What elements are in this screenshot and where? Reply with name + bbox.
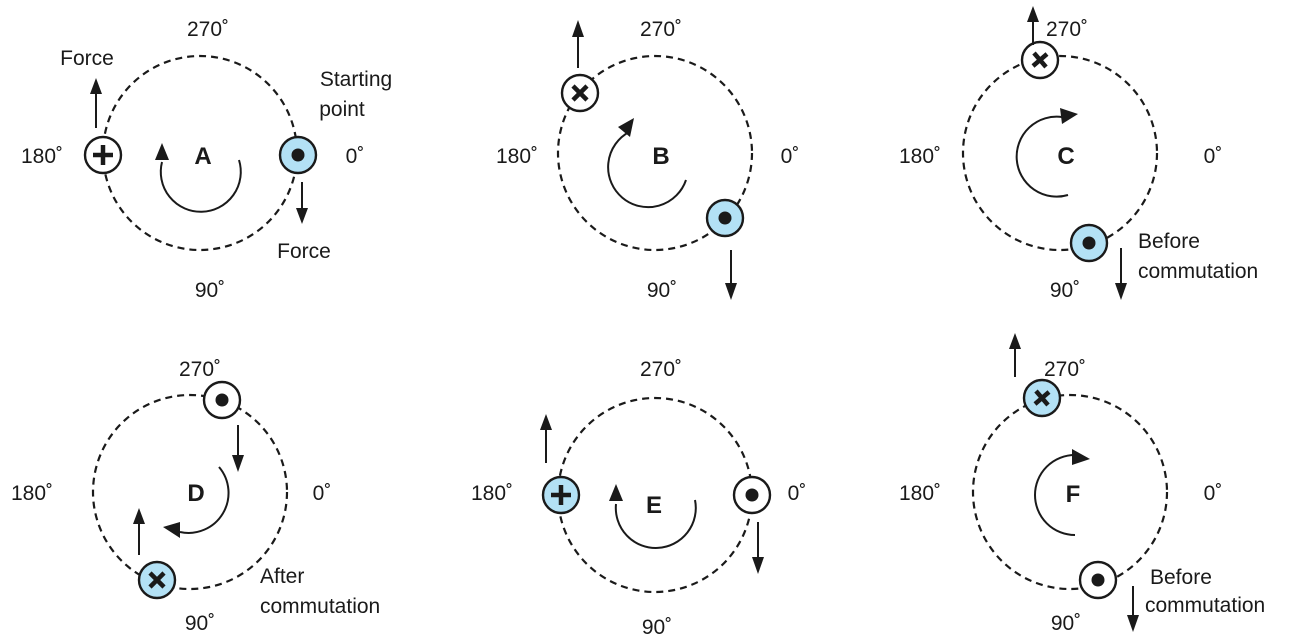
panel-label: C [1057,143,1074,170]
panel-label: D [187,480,204,507]
angle-label-270: 270˚ [1044,358,1086,381]
arrow-up-icon [572,20,584,37]
conductor-dot [278,135,318,175]
angle-label-0: 0˚ [313,482,332,505]
angle-label-90: 90˚ [1050,279,1080,302]
dot-icon [215,393,229,407]
panel-label: B [652,143,669,170]
dot-icon [745,488,759,502]
angle-label-90: 90˚ [642,616,672,637]
before-commutation-label: commutation [1145,594,1265,617]
conductor-dot [1069,223,1109,263]
arrow-down-icon [296,208,308,224]
angle-label-180: 180˚ [899,145,941,168]
arrow-down-icon [725,283,737,300]
arrow-up-icon [1027,6,1039,22]
force-label: Force [277,240,331,263]
angle-label-0: 0˚ [781,145,800,168]
panel-c: 270˚ 90˚ 180˚ 0˚ C Before commutation [899,6,1258,302]
dot-icon [1091,573,1105,587]
arrow-up-icon [133,508,145,524]
rotation-arrow-head [618,118,634,137]
cross-icon [571,84,589,102]
dot-icon [291,148,305,162]
angle-label-0: 0˚ [346,145,365,168]
arrow-up-icon [540,414,552,430]
conductor-dot [705,198,745,238]
panel-label: A [194,143,211,170]
conductor-plus [541,475,581,515]
conductor-dot [202,380,242,420]
rotation-arrow [1034,454,1076,536]
angle-label-90: 90˚ [647,279,677,302]
panel-label: E [646,492,662,519]
angle-label-270: 270˚ [179,358,221,381]
panel-b: 270˚ 90˚ 180˚ 0˚ B [496,18,799,302]
angle-label-0: 0˚ [1204,482,1223,505]
conductor-cross [1020,40,1060,80]
conductor-dot [1078,560,1118,600]
before-commutation-label: Before [1150,566,1212,589]
cross-icon [148,571,166,589]
panel-f: 270˚ 90˚ 180˚ 0˚ F Before commutation [899,333,1265,635]
angle-label-90: 90˚ [185,612,215,635]
dot-icon [1082,236,1096,250]
angle-label-0: 0˚ [1204,145,1223,168]
rotation-arrow-head [163,522,180,538]
conductor-cross [1022,378,1062,418]
angle-label-180: 180˚ [11,482,53,505]
starting-point-label: Starting [320,68,392,91]
rotor-path-circle [556,54,754,252]
rotor-path-circle [91,393,289,591]
arrow-down-icon [1115,283,1127,300]
starting-point-label: point [319,98,365,121]
rotation-arrow-head [1060,108,1078,124]
conductor-cross [137,560,177,600]
rotation-arrow-head [155,143,169,160]
after-commutation-label: After [260,565,304,588]
rotation-arrow [159,159,242,213]
panel-e: 270˚ 90˚ 180˚ 0˚ E [471,358,806,637]
rotor-path-circle [961,54,1159,252]
conductor-plus [83,135,123,175]
angle-label-90: 90˚ [195,279,225,302]
after-commutation-label: commutation [260,595,380,618]
arrow-down-icon [232,455,244,472]
rotor-path-circle [971,393,1169,591]
panel-label: F [1066,481,1081,508]
force-label: Force [60,47,114,70]
rotation-arrow [179,466,230,534]
angle-label-180: 180˚ [471,482,513,505]
rotation-arrow [607,131,687,209]
angle-label-270: 270˚ [640,358,682,381]
angle-label-270: 270˚ [187,18,229,41]
cross-icon [1033,390,1051,406]
angle-label-180: 180˚ [21,145,63,168]
arrow-up-icon [1009,333,1021,349]
dot-icon [718,211,732,225]
arrow-down-icon [1127,615,1139,632]
conductor-dot [732,475,772,515]
before-commutation-label: commutation [1138,260,1258,283]
angle-label-270: 270˚ [1046,18,1088,41]
rotation-arrow-head [1072,449,1090,465]
rotation-arrow-head [609,484,623,501]
rotation-arrow [1015,115,1069,198]
conductor-cross [560,73,600,113]
cross-icon [1031,52,1049,68]
panel-a: 270˚ 90˚ 180˚ 0˚ A Force Force Starting … [21,18,392,302]
angle-label-180: 180˚ [496,145,538,168]
arrow-down-icon [752,557,764,574]
before-commutation-label: Before [1138,230,1200,253]
angle-label-90: 90˚ [1051,612,1081,635]
arrow-up-icon [90,78,102,94]
angle-label-270: 270˚ [640,18,682,41]
angle-label-0: 0˚ [788,482,807,505]
rotation-arrow [614,499,697,549]
panel-d: 270˚ 90˚ 180˚ 0˚ D After commutation [11,358,380,635]
angle-label-180: 180˚ [899,482,941,505]
